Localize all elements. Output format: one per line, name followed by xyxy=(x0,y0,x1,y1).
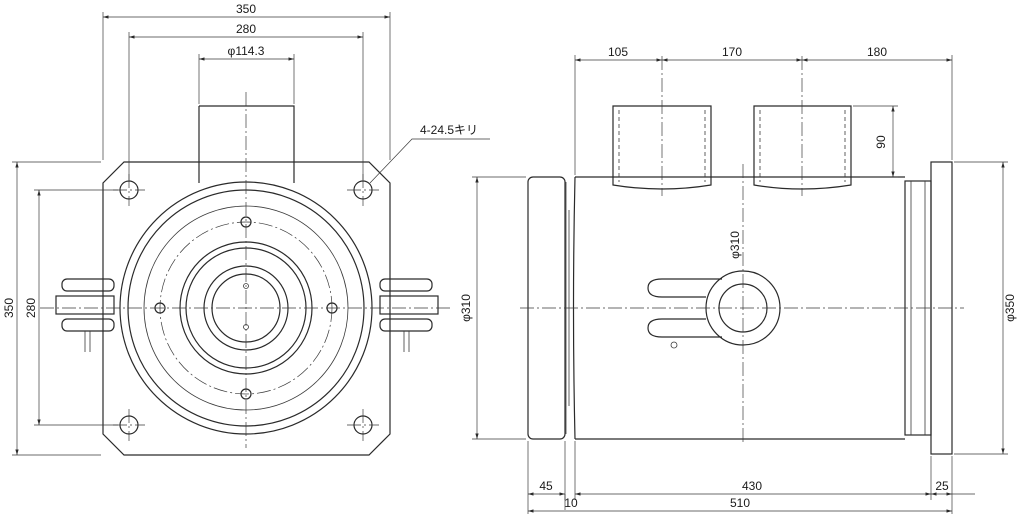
dim-port1-pos: 105 xyxy=(608,45,628,59)
base-plate xyxy=(102,161,391,456)
front-view: 350 280 φ114.3 350 280 4-24.5キリ xyxy=(2,2,490,456)
lug-left xyxy=(55,278,115,352)
pin-upper xyxy=(243,283,249,289)
dim-flange-left-thk: 45 xyxy=(539,479,553,493)
dim-hole-pitch-v: 280 xyxy=(24,298,38,318)
dim-hole-pitch-h: 280 xyxy=(236,22,256,36)
dim-port2-to-end: 180 xyxy=(867,45,887,59)
dim-total-len: 510 xyxy=(730,496,750,510)
dim-height-overall: 350 xyxy=(2,298,16,318)
dim-body-len: 430 xyxy=(742,479,762,493)
dim-flange-right-thk: 25 xyxy=(935,479,949,493)
dim-width-overall: 350 xyxy=(236,2,256,16)
port-left xyxy=(612,105,712,190)
dim-flange-right-dia: φ350 xyxy=(1003,294,1017,322)
port-right xyxy=(753,105,852,190)
side-view: 105 170 180 90 φ310 φ310 φ350 45 10 xyxy=(459,45,1017,514)
dim-body-dia: φ310 xyxy=(728,231,742,259)
dim-gap: 10 xyxy=(564,496,578,510)
dim-port-height: 90 xyxy=(874,135,888,149)
dim-flange-left-dia: φ310 xyxy=(459,294,473,322)
hole-callout: 4-24.5キリ xyxy=(420,123,478,137)
dim-pipe-dia: φ114.3 xyxy=(228,44,265,58)
lifting-eye xyxy=(647,270,781,349)
dim-port-pitch: 170 xyxy=(722,45,742,59)
hole-callout-leader xyxy=(369,138,490,184)
top-nozzle xyxy=(198,105,295,183)
lug-right xyxy=(379,278,439,352)
